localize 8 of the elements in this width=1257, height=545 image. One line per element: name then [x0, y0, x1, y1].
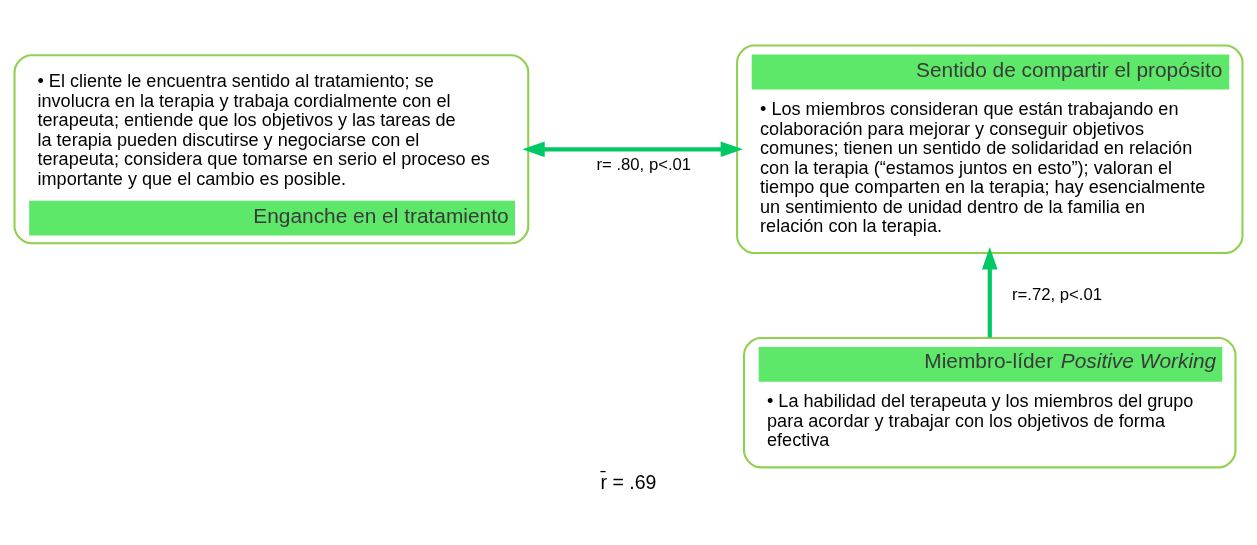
- caption: r̄ = .69: [600, 470, 657, 493]
- arrow: [522, 141, 743, 158]
- node-box: Miembro-líder Positive Working • La habilidad del terapeuta y los miembros del grupo para acordar y trabajar con los objetivos de forma efectiva: [743, 336, 1237, 469]
- node-box: Sentido de compartir el propósito • Los miembros consideran que están trabajando en colaboración para mejorar y conseguir objetivos comunes; tienen un sentido de solidaridad en relación con la terapia (“estamos juntos en esto”); valoran el tiempo que comparten en la terapia; hay esencialmente un sentimiento de unidad dentro de la familia en relación con la terapia.: [736, 44, 1244, 255]
- node-box: • El cliente le encuentra sentido al tratamiento; se involucra en la terapia y trabaja cordialmente con el terapeuta; entiende que los objetivos y las tareas de la terapia pueden discutirse y negociarse con el terapeuta; considera que tomarse en serio el proceso es importante y que el cambio es posible. Enganche en el tratamiento: [13, 54, 530, 245]
- arrow: [981, 247, 998, 338]
- edge-label: r= .80, p<.01: [596, 155, 692, 175]
- edge-label: r=.72, p<.01: [1012, 285, 1103, 305]
